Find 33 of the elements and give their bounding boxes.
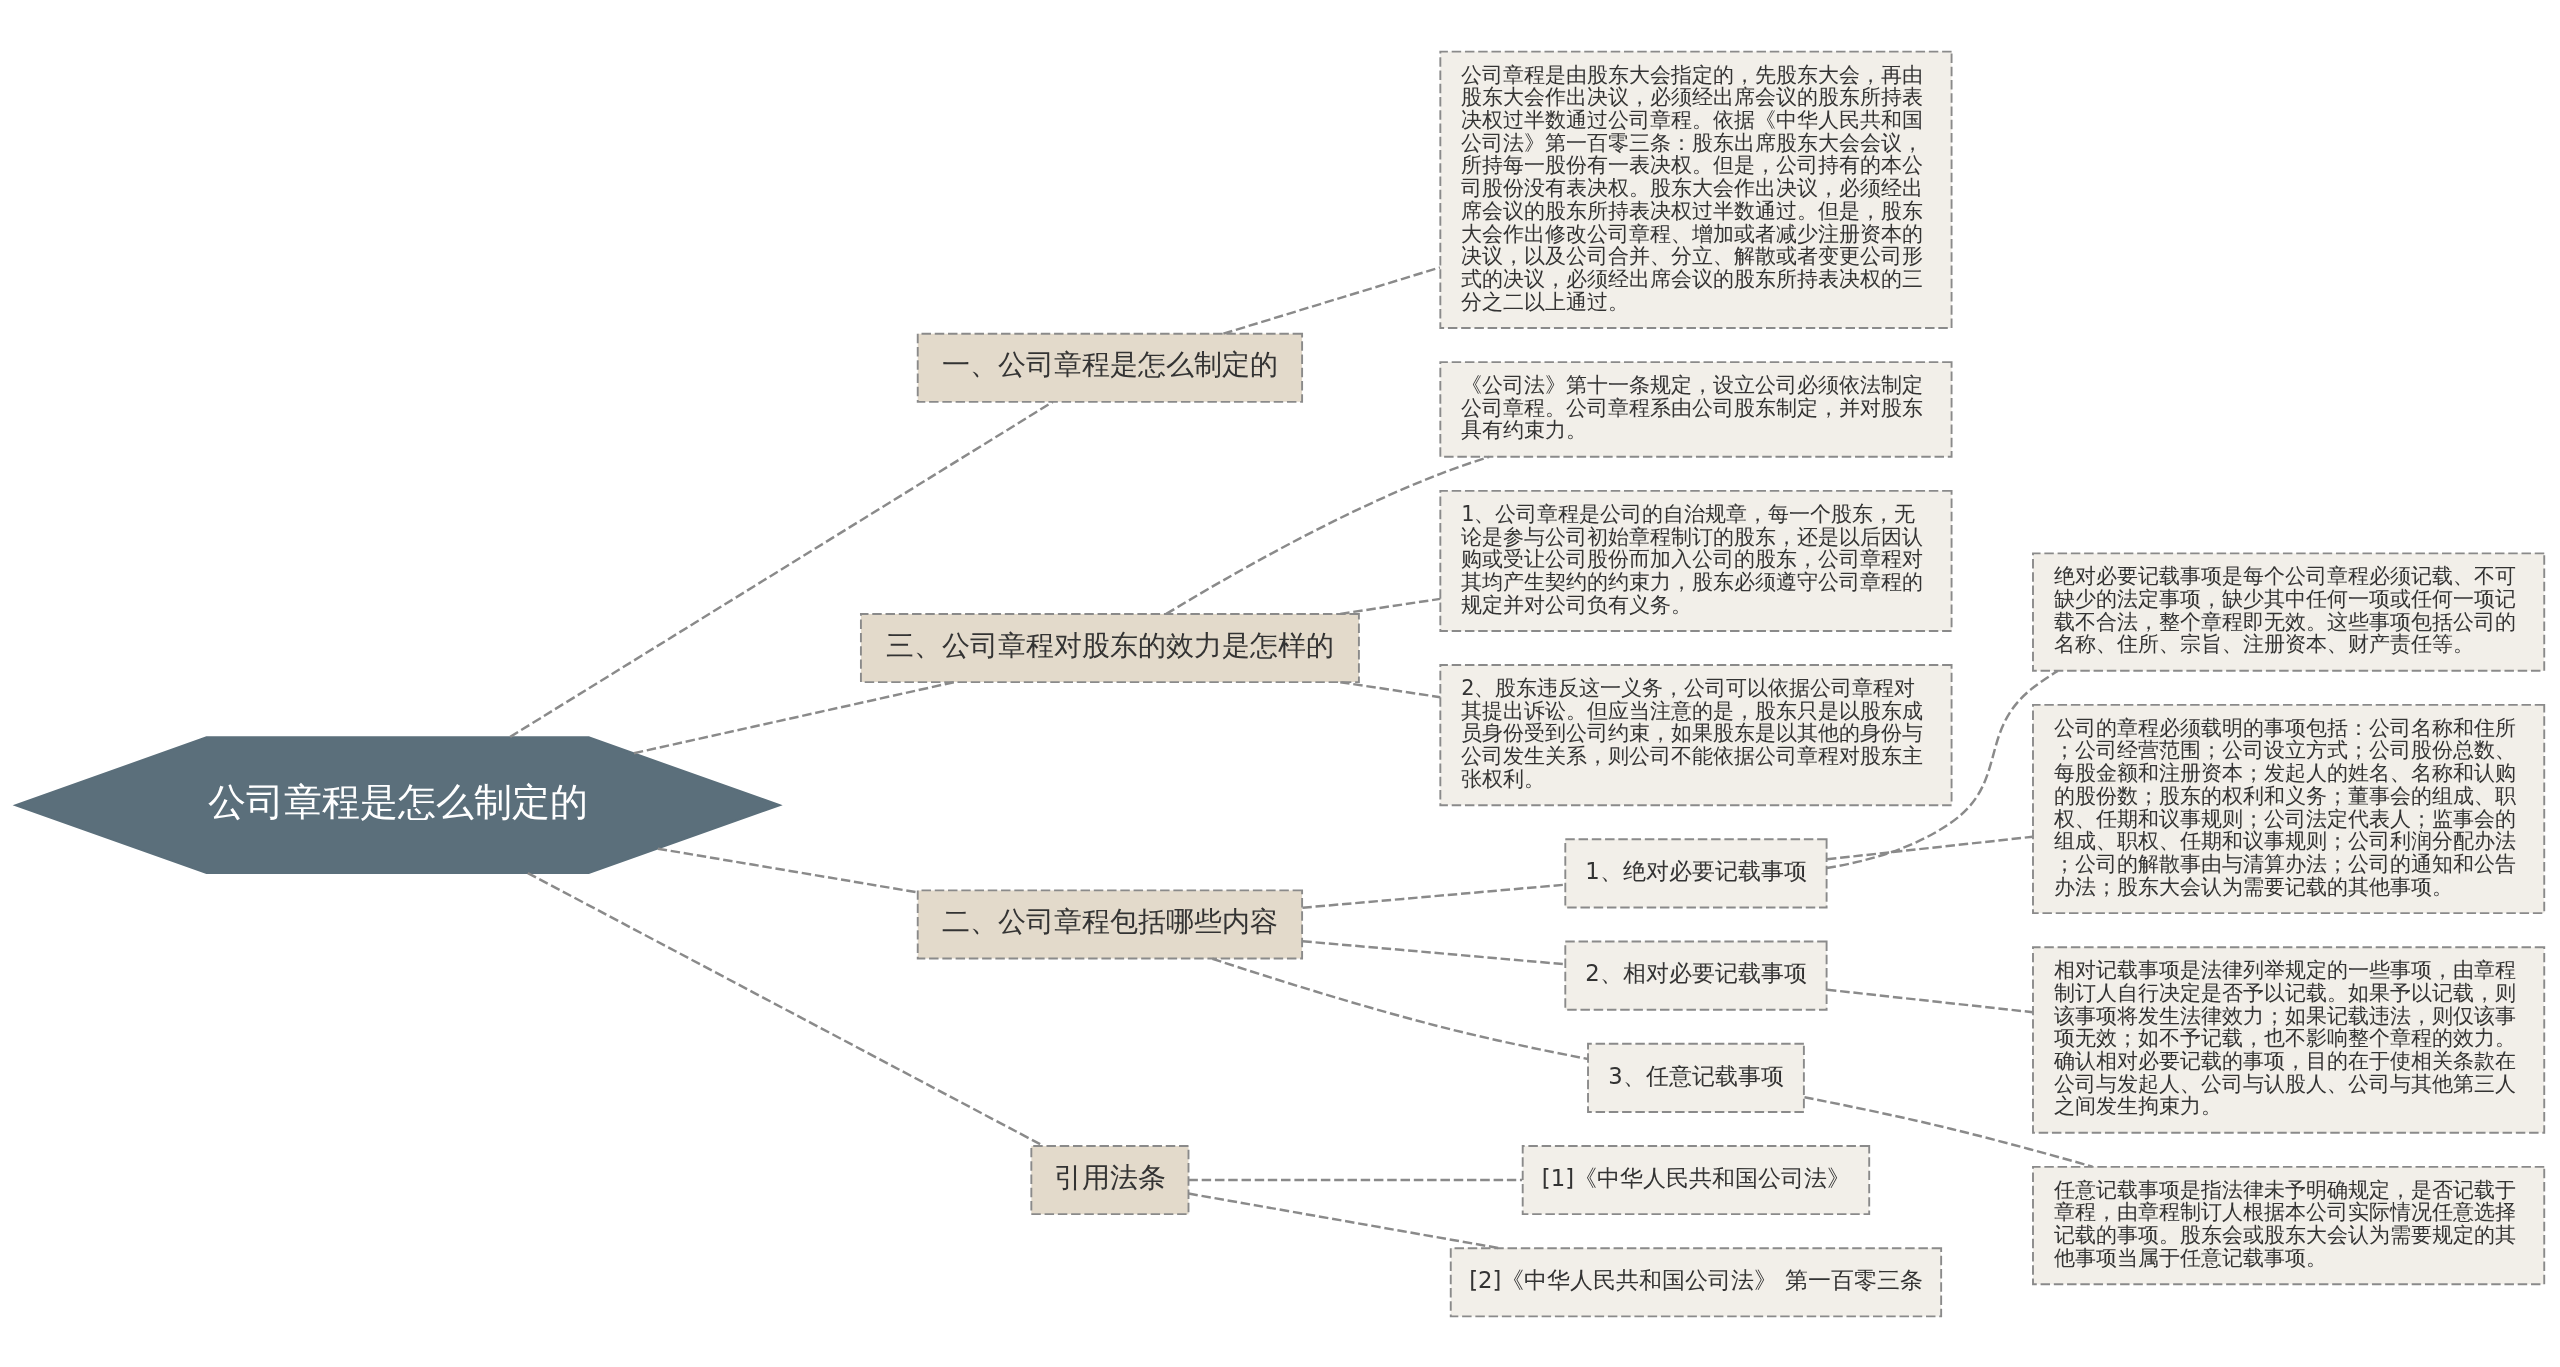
connector [1826,988,2033,1013]
node-box: 引用法条 [1030,1144,1190,1215]
connector [1223,265,1441,335]
connector [1826,669,2059,869]
node-box: 公司章程是由股东大会指定的，先股东大会，再由股东大会作出决议，必须经出席会议的股东所持表决权过半数通过公司章程。依据《中华人民共和国公司法》第一百零三条：股东出席股东大会会议，所持每一股份有一表决权。但是，公司持有的本公司股份没有表决权。股东大会作出决议，必须经出席会议的股东所持表决权过半数通过。但是，股东大会作出修改公司章程、增加或者减少注册资本的决议，以及公司合并、分立、解散或者变更公司形式的决议，必须经出席会议的股东所持表决权的三分之二以上通过。 [1439,50,1953,329]
connector [1212,957,1589,1060]
node-box: 三、公司章程对股东的效力是怎样的 [859,612,1360,683]
node-box: 2、相对必要记载事项 [1564,940,1828,1011]
connector [633,680,955,754]
node-box: 相对记载事项是法律列举规定的一些事项，由章程制订人自行决定是否予以记载。如果予以记载，则该事项将发生法律效力；如果记载违法，则仅该事项无效；如不予记载，也不影响整个章程的效力。确认相对必要记载的事项，目的在于使相关条款在公司与发起人、公司与认股人、公司与其他第三人之间发生拘束力。 [2032,945,2546,1134]
connector [1188,1191,1501,1249]
connector [1302,883,1565,909]
connector [509,400,1054,738]
node-box: 二、公司章程包括哪些内容 [916,888,1304,959]
node-box: 公司的章程必须载明的事项包括：公司名称和住所；公司经营范围；公司设立方式；公司股份总数、每股金额和注册资本；发起人的姓名、名称和认购的股份数；股东的权利和义务；董事会的组成、职权、任期和议事规则；公司法定代表人；监事会的组成、职权、任期和议事规则；公司利润分配办法；公司的解散事由与清算办法；公司的通知和公告办法；股东大会认为需要记载的其他事项。 [2032,703,2546,914]
node-box: 1、绝对必要记载事项 [1564,837,1828,908]
node-box: 绝对必要记载事项是每个公司章程必须记载、不可缺少的法定事项，缺少其中任何一项或任何一项记载不合法，整个章程即无效。这些事项包括公司的名称、住所、宗旨、注册资本、财产责任等。 [2032,551,2546,672]
connector [1826,835,2033,860]
connector [657,846,918,894]
connector [1340,597,1441,615]
connector [1804,1095,2093,1168]
node-box: 2、股东违反这一义务，公司可以依据公司章程对其提出诉讼。但应当注意的是，股东只是以股东成员身份受到公司约束，如果股东是以其他的身份与公司发生关系，则公司不能依据公司章程对股东主张权利。 [1439,663,1953,806]
node-box: 一、公司章程是怎么制定的 [916,332,1304,403]
node-box: [2]《中华人民共和国公司法》 第一百零三条 [1449,1246,1943,1317]
connector [1340,680,1441,698]
connector [1302,939,1565,965]
node-box: 《公司法》第十一条规定，设立公司必须依法制定公司章程。公司章程系由公司股东制定，并对股东具有约束力。 [1439,360,1953,458]
connector [1188,1178,1523,1181]
node-box: 任意记载事项是指法律未予明确规定，是否记载于章程，由章程制订人根据本公司实际情况任意选择记载的事项。股东会或股东大会认为需要规定的其他事项当属于任意记载事项。 [2032,1165,2546,1285]
connector [527,871,1044,1147]
node-box: 3、任意记载事项 [1587,1042,1805,1113]
node-box: [1]《中华人民共和国公司法》 [1521,1144,1871,1215]
node-box: 1、公司章程是公司的自治规章，每一个股东，无论是参与公司初始章程制订的股东，还是以后因认购或受让公司股份而加入公司的股东，公司章程对其均产生契约的约束力，股东必须遵守公司章程的规定并对公司负有义务。 [1439,489,1953,632]
